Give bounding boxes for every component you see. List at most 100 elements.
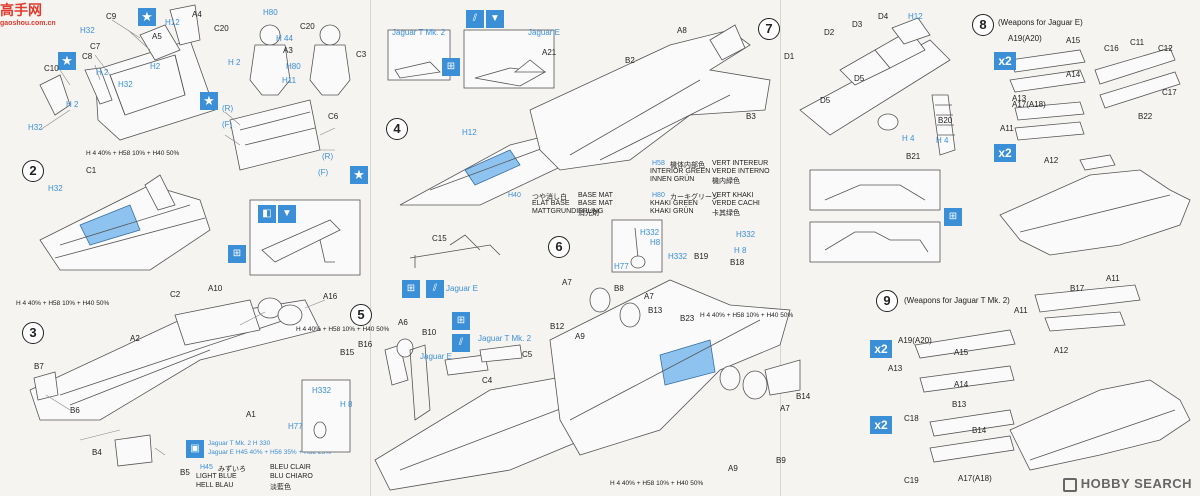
colour-mix-note: H 4 40% + H58 10% + H40 50%: [296, 326, 390, 333]
colour-note-jaguar-e: Jaguar E H45 40% + H56 35% + H52 25%: [208, 449, 331, 456]
brand-footer: HOBBY SEARCH: [1062, 476, 1192, 492]
label-front: (F): [222, 120, 233, 129]
part-c2: C2: [170, 290, 181, 299]
legend-jp: 機体内部色: [670, 162, 705, 169]
colour-mix-note: H 4 40% + H58 10% + H40 50%: [86, 150, 180, 157]
stripes-icon: ⫽: [452, 334, 470, 352]
part-b4: B4: [92, 448, 102, 457]
paint-h332: H332: [668, 252, 688, 261]
part-c5: C5: [522, 350, 533, 359]
part-a3: A3: [283, 46, 293, 55]
part-b20: B20: [938, 116, 953, 125]
part-b10: B10: [422, 328, 437, 337]
page-fold: [370, 0, 371, 496]
step-number: 6: [548, 236, 570, 258]
part-c11: C11: [1130, 38, 1145, 47]
part-b9: B9: [776, 456, 786, 465]
assemble-icon: ⊞: [944, 208, 962, 226]
hold-icon: ▼: [278, 205, 296, 223]
part-a9: A9: [728, 464, 738, 473]
legend-code: H80: [652, 192, 665, 199]
legend-en: KHAKI GREEN: [650, 200, 698, 207]
part-a17-a18: A17(A18): [958, 474, 992, 483]
step-number: 8: [972, 14, 994, 36]
part-c17: C17: [1162, 88, 1177, 97]
decal-star-icon: ★: [200, 92, 218, 110]
part-b16: B16: [358, 340, 373, 349]
legend-code: H40: [508, 192, 521, 199]
part-c7: C7: [90, 42, 101, 51]
part-a2: A2: [130, 334, 140, 343]
part-c6: C6: [328, 112, 339, 121]
step-number: 7: [758, 18, 780, 40]
part-a4: A4: [192, 10, 202, 19]
part-b5: B5: [180, 468, 190, 477]
legend-it: VERDE CACHI: [712, 200, 760, 207]
part-a12: A12: [1054, 346, 1069, 355]
legend-fr: BASE MAT: [578, 200, 613, 207]
part-a5: A5: [152, 32, 162, 41]
step-number: 3: [22, 322, 44, 344]
assemble-icon: ⊞: [452, 312, 470, 330]
variant-label-jaguar-e: Jaguar E: [420, 352, 453, 361]
paint-h80: H80: [263, 8, 278, 17]
quantity-x2: x2: [870, 416, 892, 434]
assemble-icon: ⊞: [402, 280, 420, 298]
paint-h8: H 8: [340, 400, 353, 409]
part-a12: A12: [1044, 156, 1059, 165]
paint-h332: H332: [640, 228, 660, 237]
part-d5: D5: [854, 74, 865, 83]
legend-cn: 消光剤: [578, 210, 599, 217]
legend-fr: VERT KHAKI: [712, 192, 754, 199]
part-a11: A11: [1014, 306, 1028, 315]
part-c9: C9: [106, 12, 117, 21]
part-b13: B13: [648, 306, 663, 315]
part-a15: A15: [1066, 36, 1081, 45]
paint-h44: H 44: [276, 34, 293, 43]
paint-h8: H 8: [734, 246, 747, 255]
part-d1: D1: [784, 52, 795, 61]
paint-h2: H 2: [96, 68, 109, 77]
part-b6: B6: [70, 406, 80, 415]
stripes-icon: ⫽: [466, 10, 484, 28]
part-b2: B2: [625, 56, 635, 65]
paint-h12: H12: [908, 12, 923, 21]
part-a19-a20: A19(A20): [898, 336, 932, 345]
part-c20: C20: [300, 22, 315, 31]
part-c20: C20: [214, 24, 229, 33]
label-rear: (R): [222, 104, 234, 113]
part-a16: A16: [323, 292, 338, 301]
paint-h12: H12: [165, 18, 180, 27]
legend-fr: VERT INTEREUR: [712, 160, 769, 167]
paint-h32: H32: [80, 26, 95, 35]
paint-h32: H32: [28, 123, 43, 132]
part-b23: B23: [680, 314, 695, 323]
legend-fr: BLEU CLAIR: [270, 464, 311, 471]
part-b8: B8: [614, 284, 624, 293]
paint-h77: H77: [614, 262, 629, 271]
colour-mix-note: H 4 40% + H58 10% + H40 50%: [16, 300, 110, 307]
part-a9: A9: [575, 332, 585, 341]
legend-jp: カーキグリーン: [670, 194, 719, 201]
part-b7: B7: [34, 362, 44, 371]
step7-to-9-drawing: [799, 17, 1191, 471]
part-b14: B14: [796, 392, 811, 401]
paint-h11: H11: [282, 76, 297, 85]
legend-cn: 卡其绿色: [712, 210, 740, 217]
part-c19: C19: [904, 476, 919, 485]
step9-title: (Weapons for Jaguar T Mk. 2): [904, 296, 1010, 305]
paint-h12: H12: [462, 128, 477, 137]
paint-h332: H332: [312, 386, 332, 395]
brand-logo-icon: [1062, 478, 1077, 492]
quantity-x2: x2: [994, 144, 1016, 162]
step4-to-6-drawing: [301, 24, 801, 491]
colour-mix-note: H 4 40% + H58 10% + H40 50%: [610, 480, 704, 487]
paint-h32: H32: [118, 80, 133, 89]
part-c4: C4: [482, 376, 493, 385]
legend-it: ELAT BASE: [532, 200, 570, 207]
part-d3: D3: [852, 20, 863, 29]
part-b19: B19: [694, 252, 709, 261]
part-c15: C15: [432, 234, 447, 243]
decal-star-icon: ★: [138, 8, 156, 26]
